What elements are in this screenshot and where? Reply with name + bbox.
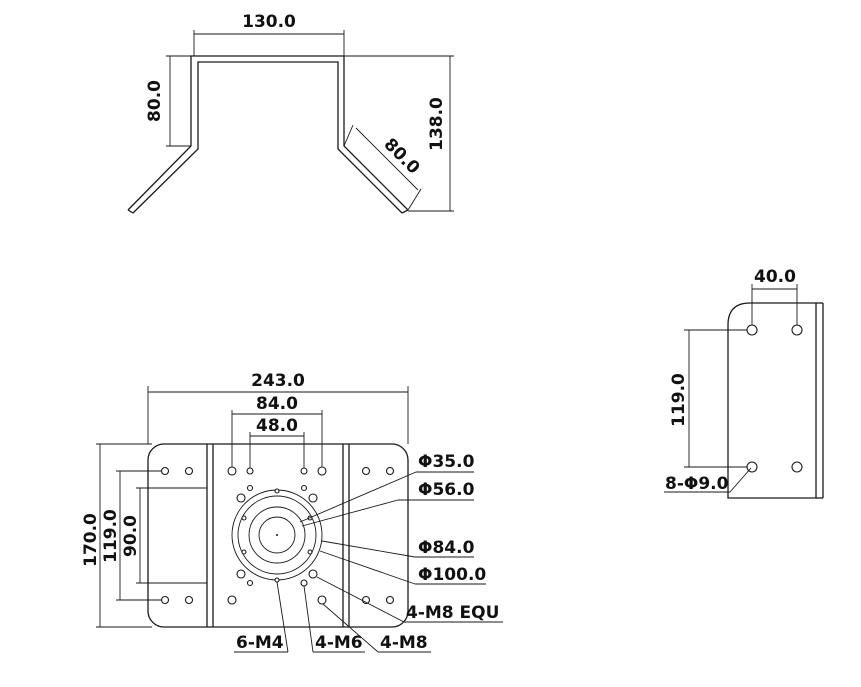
dimension-top-overall-height: 138.0 <box>344 55 454 212</box>
dim-label-plate-height: 170.0 <box>81 513 101 567</box>
dimension-hole-span-84: 84.0 <box>231 394 323 467</box>
side-plate-outline <box>727 302 817 499</box>
circle-phi84 <box>237 495 317 575</box>
callout-label-6m4: 6-M4 <box>236 633 284 653</box>
plate-outline <box>147 443 409 628</box>
callout-phi100: Φ100.0 <box>319 550 486 585</box>
dim-label-side-hole-spacing: 40.0 <box>754 267 796 287</box>
side-holes <box>746 324 803 473</box>
top-profile-view: 130.0 80.0 138.0 80.0 <box>127 12 454 214</box>
callout-label-phi100: Φ100.0 <box>418 565 486 585</box>
callout-label-phi84: Φ84.0 <box>418 538 475 558</box>
callout-phi84: Φ84.0 <box>321 538 475 558</box>
dim-label-top-flange: 80.0 <box>380 135 424 179</box>
callout-phi35: Φ35.0 <box>299 452 475 523</box>
bracket-profile-tip-left <box>127 209 134 214</box>
circle-phi56 <box>248 506 306 564</box>
bracket-profile-inner <box>132 61 403 214</box>
callout-phi56: Φ56.0 <box>301 480 475 527</box>
callout-6m4: 6-M4 <box>234 581 289 653</box>
dim-label-side-hole-height: 119.0 <box>669 373 689 427</box>
dim-label-hole-span-48: 48.0 <box>256 416 298 436</box>
front-plate-view: 243.0 84.0 48.0 170.0 119.0 <box>81 371 503 653</box>
circle-phi35 <box>258 516 296 554</box>
callout-label-phi35: Φ35.0 <box>418 452 475 472</box>
dim-label-top-width: 130.0 <box>242 12 296 32</box>
dimension-side-hole-spacing: 40.0 <box>751 267 798 325</box>
callout-label-8-phi9: 8-Φ9.0 <box>665 474 729 494</box>
callout-4m8-equ: 4-M8 EQU <box>316 576 503 623</box>
callout-4m8: 4-M8 <box>322 603 431 653</box>
dimension-top-height: 80.0 <box>145 55 191 147</box>
dimension-hole-span-48: 48.0 <box>249 416 305 468</box>
callout-8-phi9: 8-Φ9.0 <box>664 467 752 494</box>
dim-label-slot-span-90: 90.0 <box>121 515 141 557</box>
callout-label-phi56: Φ56.0 <box>418 480 475 500</box>
dim-label-plate-width: 243.0 <box>251 371 305 391</box>
dim-label-top-height: 80.0 <box>145 80 165 122</box>
dimension-side-hole-height: 119.0 <box>669 329 747 468</box>
dimension-slot-span-119: 119.0 <box>101 470 161 601</box>
dim-label-hole-span-84: 84.0 <box>256 394 298 414</box>
callout-label-4m6: 4-M6 <box>315 633 363 653</box>
callout-label-4m8-equ: 4-M8 EQU <box>406 603 499 623</box>
bracket-profile-outer <box>127 55 409 211</box>
dimension-plate-height: 170.0 <box>81 443 152 628</box>
center-hole-pattern <box>227 466 327 605</box>
callout-4m6: 4-M6 <box>303 585 365 653</box>
dim-label-slot-span-119: 119.0 <box>101 509 121 563</box>
dimension-slot-span-90: 90.0 <box>121 487 207 584</box>
dimension-plate-width: 243.0 <box>147 371 409 444</box>
flange-holes <box>160 466 395 605</box>
side-plate-view: 40.0 119.0 8-Φ9.0 <box>664 267 824 499</box>
bracket-profile-tip-right <box>401 209 409 214</box>
dim-label-top-overall-height: 138.0 <box>427 97 447 151</box>
callout-label-4m8: 4-M8 <box>380 633 428 653</box>
dimension-top-width: 130.0 <box>193 12 345 56</box>
